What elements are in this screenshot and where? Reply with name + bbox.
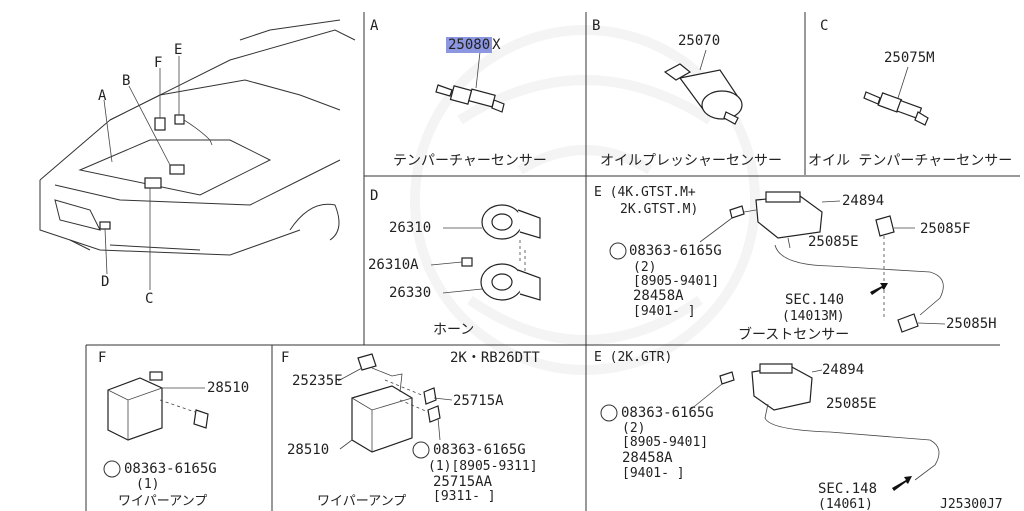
section-e2-sec-ref[interactable]: SEC.148 <box>818 481 878 497</box>
section-f2-qty-date: (1)[8905-9311] <box>428 459 538 474</box>
section-e2-screw[interactable]: 08363-6165G <box>621 405 714 421</box>
section-e1-screw[interactable]: 08363-6165G <box>629 243 722 259</box>
section-e1-date1: [8905-9401] <box>633 274 720 289</box>
section-e1-part-24894[interactable]: 24894 <box>842 193 885 209</box>
section-b-caption: オイルプレッシャーセンサー <box>600 153 782 169</box>
section-f2-model: 2K・RB26DTT <box>450 350 540 366</box>
section-f1-letter: F <box>98 350 107 366</box>
section-e2-part-28458a[interactable]: 28458A <box>622 450 673 466</box>
section-e1-part-25085h[interactable]: 25085H <box>946 316 997 332</box>
boost-sensor-part-4k <box>699 191 946 333</box>
section-e1-title2: 2K.GTST.M) <box>620 202 699 217</box>
section-d-part-26310a[interactable]: 26310A <box>368 257 419 273</box>
boost-sensor-part-gtr <box>689 363 940 491</box>
car-illustration <box>39 19 356 290</box>
section-e2-part-24894[interactable]: 24894 <box>822 362 865 378</box>
section-f2-part-28510[interactable]: 28510 <box>287 442 330 458</box>
section-f2-letter: F <box>281 350 290 366</box>
section-f1-qty: (1) <box>136 477 160 492</box>
section-e1-title1: E (4K.GTST.M+ <box>594 185 696 200</box>
horn-parts <box>430 204 541 301</box>
section-e1-qty: (2) <box>633 260 657 275</box>
section-f1-screw[interactable]: 08363-6165G <box>124 461 217 477</box>
section-e2-title: E (2K.GTR) <box>594 350 673 365</box>
callout-c: C <box>145 291 154 307</box>
section-e2-sec-sub: (14061) <box>818 497 873 511</box>
diagram-code: J25300J7 <box>940 497 1003 511</box>
section-e1-caption: ブーストセンサー <box>738 327 850 343</box>
section-e2-date2: [9401- ] <box>622 466 685 481</box>
section-c-letter: C <box>820 18 829 34</box>
section-b-letter: B <box>592 18 601 34</box>
section-e1-part-25085f[interactable]: 25085F <box>920 221 971 237</box>
section-a-caption: テンパーチャーセンサー <box>393 153 547 169</box>
section-e2-date1: [8905-9401] <box>622 435 709 450</box>
section-f2-date: [9311- ] <box>433 489 496 504</box>
section-a-part-number[interactable]: 25080 <box>446 37 493 53</box>
callout-f: F <box>154 55 163 71</box>
section-c-part[interactable]: 25075M <box>884 50 935 66</box>
section-f1-caption: ワイパーアンプ <box>118 494 208 509</box>
section-e1-part-25085e[interactable]: 25085E <box>808 234 859 250</box>
circled-s-symbols <box>103 242 627 478</box>
wiper-amp-part-right <box>337 353 453 453</box>
temperature-sensor-part <box>435 51 505 113</box>
callout-b: B <box>122 73 131 89</box>
watermark-emblem <box>410 25 760 375</box>
section-e2-qty: (2) <box>622 421 646 436</box>
section-e1-date2: [9401- ] <box>633 304 696 319</box>
section-f2-part-25235e[interactable]: 25235E <box>292 373 343 389</box>
section-f2-part-25715aa[interactable]: 25715AA <box>433 474 493 490</box>
section-d-letter: D <box>370 188 379 204</box>
section-d-caption: ホーン <box>433 322 475 338</box>
section-f2-screw[interactable]: 08363-6165G <box>433 442 526 458</box>
callout-d: D <box>101 274 110 290</box>
section-d-part-26330[interactable]: 26330 <box>389 285 432 301</box>
panel-grid <box>85 12 1020 511</box>
section-f2-caption: ワイパーアンプ <box>317 494 407 509</box>
section-e2-part-25085e[interactable]: 25085E <box>826 396 877 412</box>
section-e1-sec-sub: (14013M) <box>782 309 845 324</box>
callout-e: E <box>174 42 183 58</box>
wiper-amp-part-left <box>107 371 209 441</box>
callout-a: A <box>98 88 107 104</box>
section-b-part[interactable]: 25070 <box>678 33 721 49</box>
section-a-part-suffix: X <box>492 37 501 53</box>
section-e1-sec-ref[interactable]: SEC.140 <box>785 292 845 308</box>
section-c-caption: オイル テンパーチャーセンサー <box>808 153 1013 169</box>
section-d-part-26310[interactable]: 26310 <box>389 220 432 236</box>
section-f1-part-28510[interactable]: 28510 <box>207 380 250 396</box>
section-f2-part-25715a[interactable]: 25715A <box>453 393 504 409</box>
section-a-letter: A <box>370 18 379 34</box>
oil-temperature-sensor-part <box>863 66 929 126</box>
section-e1-part-28458a[interactable]: 28458A <box>633 288 684 304</box>
oil-pressure-sensor-part <box>663 49 743 125</box>
